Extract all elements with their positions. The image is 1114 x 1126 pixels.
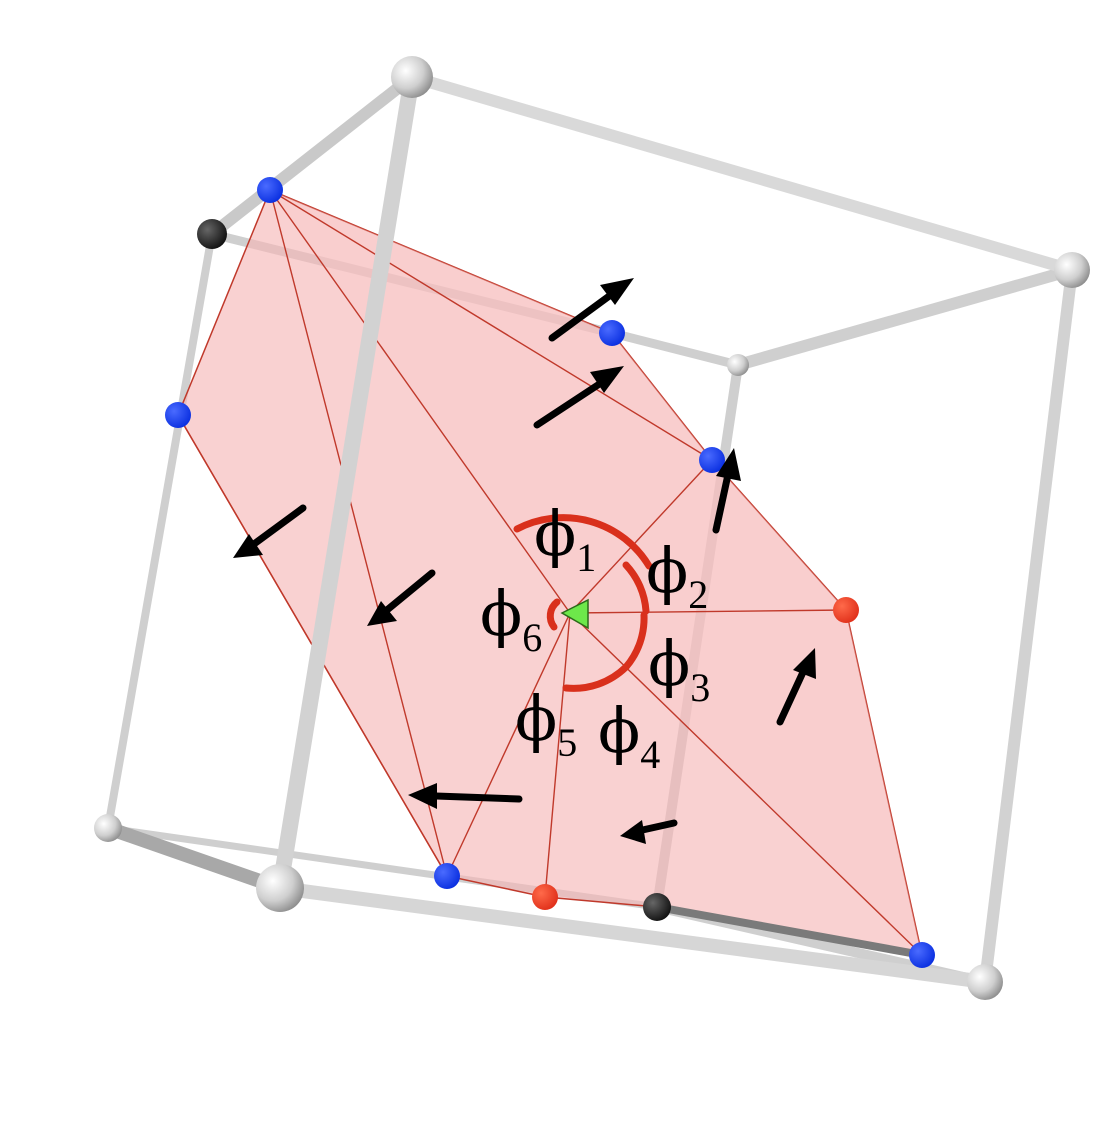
blue-vertices (165, 177, 935, 968)
cube-corners (94, 56, 1090, 1000)
blue-vertex (434, 863, 460, 889)
cube-corner (256, 864, 304, 912)
cube-edge (101, 821, 287, 895)
cube-edge (272, 69, 420, 896)
phi4-label: ϕ4 (598, 694, 660, 777)
phi6-label: ϕ6 (480, 577, 542, 660)
arrows (233, 278, 816, 844)
cube-corner (391, 56, 433, 98)
angle-arc-phi3 (622, 611, 648, 671)
cube-edge (607, 328, 743, 370)
cube-front-edges (101, 69, 1078, 989)
plane-triangulation (177, 189, 923, 956)
arrow (408, 783, 523, 809)
arrow (533, 366, 624, 429)
phi1-label: ϕ1 (534, 497, 596, 580)
blue-vertex (699, 447, 725, 473)
angle-labels: ϕ1 ϕ2 ϕ3 ϕ4 ϕ5 ϕ6 (480, 497, 710, 777)
arrow (233, 504, 307, 558)
angle-arcs (513, 514, 653, 692)
cube-edge (732, 264, 1078, 371)
blue-vertex (599, 320, 625, 346)
arrow (712, 448, 741, 534)
phi2-label: ϕ2 (646, 534, 708, 617)
cube-edge (104, 230, 216, 832)
cube-edge (653, 903, 926, 959)
phi5-label: ϕ5 (515, 682, 577, 765)
arrow (620, 819, 678, 844)
cube-corner (967, 964, 1003, 1000)
red-vertex (833, 597, 859, 623)
phi3-label: ϕ3 (648, 627, 710, 710)
cube-corner (94, 814, 122, 842)
arrow (776, 648, 816, 726)
angle-arc-phi6 (546, 598, 561, 631)
angle-arc-phi2 (622, 561, 650, 615)
red-vertices (532, 597, 859, 910)
arrow (367, 569, 436, 626)
cube-edge (206, 71, 418, 240)
cube-corner-dark (197, 219, 227, 249)
cube-edge (406, 71, 1078, 276)
cube-corner (1054, 252, 1090, 288)
angle-arc-phi1 (513, 514, 653, 570)
blue-vertex (909, 942, 935, 968)
arrow (548, 278, 634, 342)
cube-edge (979, 264, 1078, 988)
plane-face-shade (270, 190, 922, 955)
cube-corner-dark (643, 893, 671, 921)
cube-corner (727, 354, 749, 376)
blue-vertex (165, 402, 191, 428)
center-marker-triangle (560, 598, 589, 630)
red-vertex (532, 884, 558, 910)
blue-vertex (257, 177, 283, 203)
cube-edge (273, 881, 992, 989)
angle-arc-phi4 (562, 663, 630, 692)
